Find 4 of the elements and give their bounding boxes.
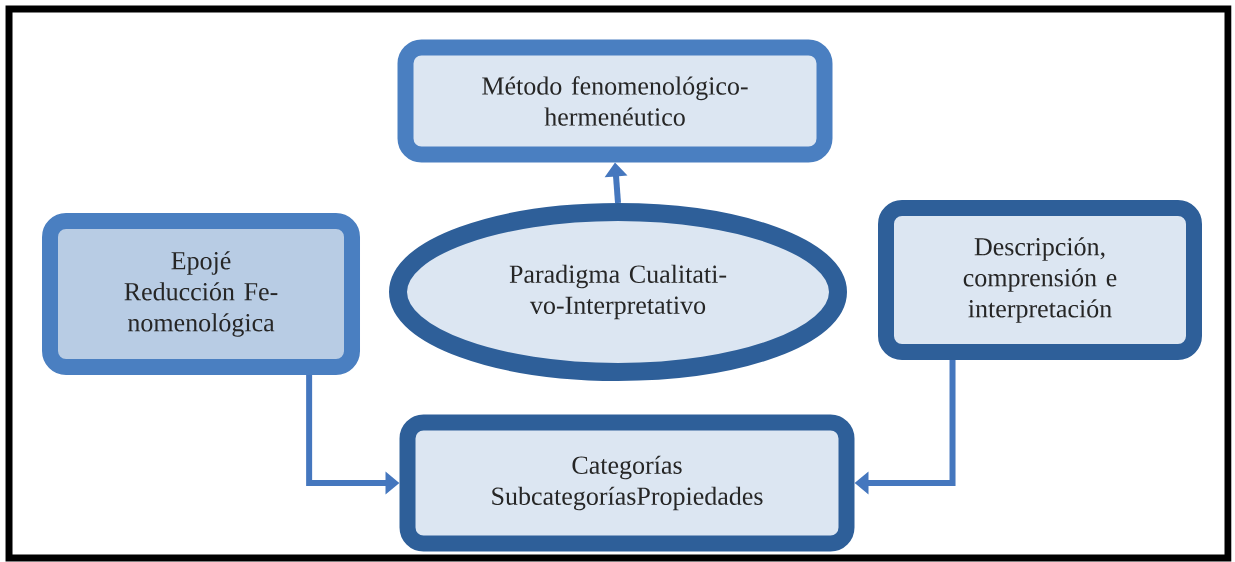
process-box: Método fenomenológico- hermenéutico	[397, 39, 833, 163]
process-box: Descripción, comprensión e interpretación	[878, 200, 1202, 360]
process-box: Categorías SubcategoríasPropiedades	[399, 414, 855, 552]
process-box: Epojé Reducción Fe- nomenológica	[42, 213, 360, 375]
